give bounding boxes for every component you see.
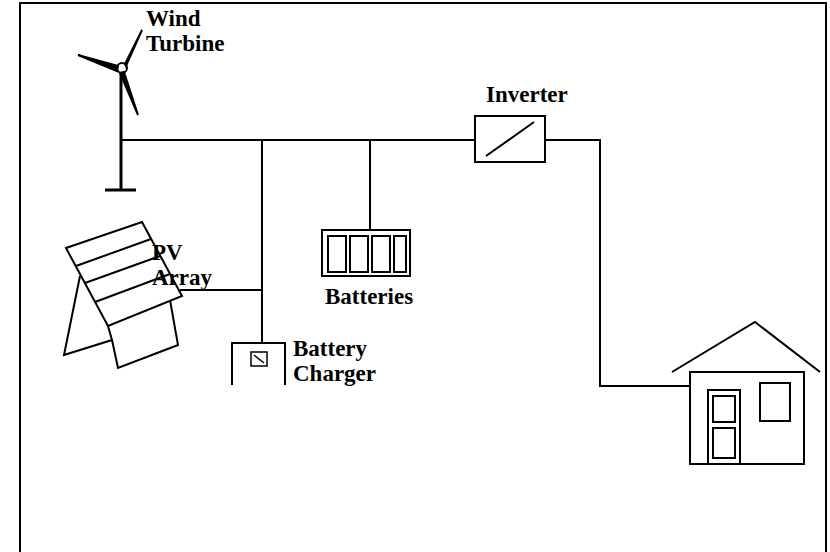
pv-stand bbox=[64, 276, 112, 355]
turbine-tower bbox=[120, 72, 123, 190]
battery-wire bbox=[369, 140, 371, 230]
part-label: Battery Charger bbox=[293, 336, 388, 386]
part-label: Inverter bbox=[486, 82, 606, 107]
turbine-blade bbox=[78, 55, 118, 71]
battery-bank bbox=[322, 230, 410, 276]
house-door bbox=[708, 390, 740, 464]
dc-bus-wire bbox=[121, 139, 475, 141]
pv-panel-line bbox=[85, 256, 160, 283]
pv-stand bbox=[112, 300, 178, 368]
battery-cell bbox=[328, 236, 346, 272]
house-body bbox=[690, 372, 804, 464]
house-roof bbox=[672, 322, 820, 372]
inverter-box bbox=[475, 116, 545, 162]
charger-symbol bbox=[251, 352, 267, 366]
turbine-blade bbox=[125, 30, 142, 66]
battery-cell bbox=[372, 236, 390, 272]
charger-symbol bbox=[254, 355, 264, 363]
part-label: Wind Turbine bbox=[146, 6, 241, 56]
battery-cell bbox=[350, 236, 368, 272]
charger-wire bbox=[261, 140, 263, 343]
part-label: PV Array bbox=[152, 240, 222, 290]
battery-cell bbox=[394, 236, 406, 272]
turbine-blade bbox=[120, 72, 138, 115]
inverter-symbol bbox=[486, 122, 534, 156]
turbine-base bbox=[105, 189, 136, 192]
door-pane bbox=[713, 428, 735, 458]
frame bbox=[20, 3, 826, 552]
ac-wire bbox=[545, 140, 690, 386]
charger-box bbox=[232, 343, 285, 385]
door-pane bbox=[713, 396, 735, 422]
pv-panel-line bbox=[76, 239, 151, 266]
part-label: Batteries bbox=[325, 284, 455, 309]
house-window bbox=[760, 383, 790, 421]
